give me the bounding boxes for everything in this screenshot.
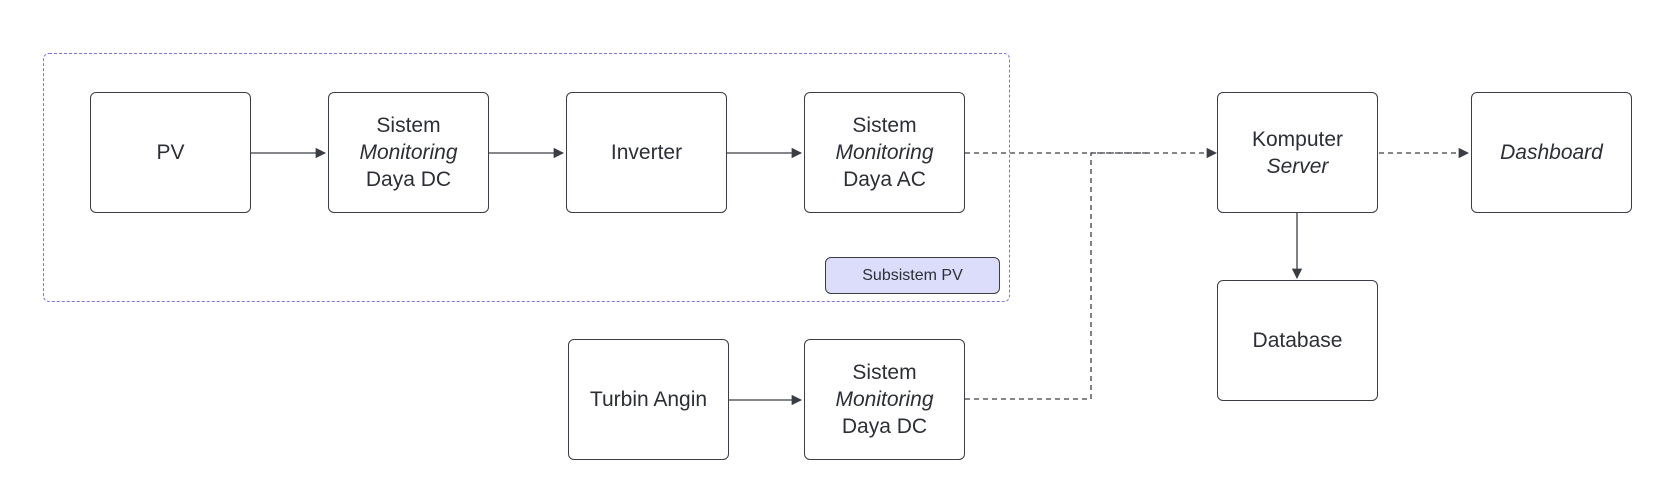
monitoring-ac-line3: Daya AC (843, 168, 926, 191)
komputer-server-line1: Komputer (1251, 127, 1344, 151)
dashboard-node: Dashboard (1471, 92, 1632, 213)
subsistem-pv-group (43, 53, 1010, 302)
database-node: Database (1217, 280, 1378, 401)
monitoring-dc-wind-node: Sistem Monitoring Daya DC (804, 339, 965, 460)
pv-node: PV (90, 92, 251, 213)
monitoring-ac-line1: Sistem (852, 114, 917, 137)
pv-label: PV (156, 141, 185, 164)
komputer-server-line2: Server (1266, 154, 1329, 178)
edge-monitor-dc-wind-to-server (965, 152, 1150, 400)
monitoring-dc-wind-line2: Monitoring (835, 388, 934, 411)
inverter-node: Inverter (566, 92, 727, 213)
inverter-label: Inverter (610, 141, 683, 164)
subsistem-pv-label: Subsistem PV (862, 266, 963, 284)
monitoring-dc-pv-line3: Daya DC (365, 168, 452, 191)
monitoring-dc-pv-line1: Sistem (376, 114, 441, 137)
monitoring-dc-pv-node: Sistem Monitoring Daya DC (328, 92, 489, 213)
monitoring-dc-wind-line1: Sistem (852, 361, 917, 384)
subsistem-pv-tag: Subsistem PV (825, 257, 1000, 294)
monitoring-dc-pv-line2: Monitoring (359, 141, 458, 164)
komputer-server-node: Komputer Server (1217, 92, 1378, 213)
turbin-angin-label: Turbin Angin (589, 388, 708, 411)
monitoring-dc-wind-line3: Daya DC (841, 415, 928, 438)
monitoring-ac-line2: Monitoring (835, 141, 934, 164)
monitoring-ac-node: Sistem Monitoring Daya AC (804, 92, 965, 213)
turbin-angin-node: Turbin Angin (568, 339, 729, 460)
dashboard-label: Dashboard (1500, 141, 1603, 164)
database-label: Database (1252, 329, 1343, 352)
